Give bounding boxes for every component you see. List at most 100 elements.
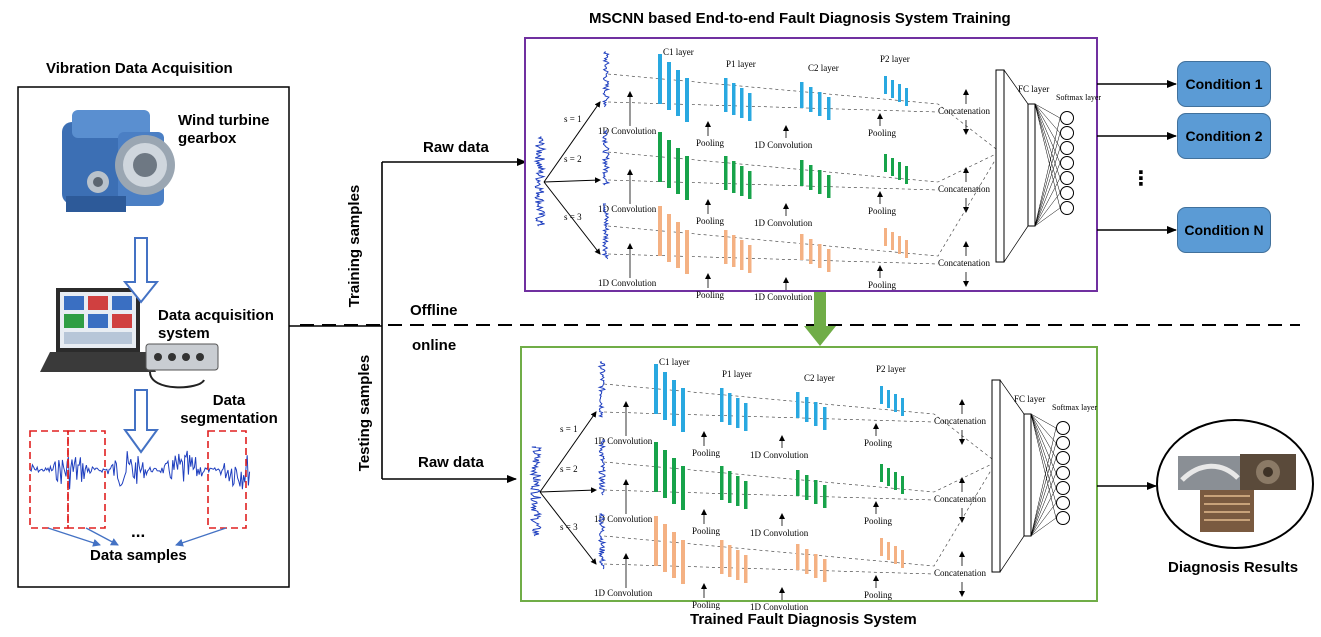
p1-feature-map (736, 476, 740, 506)
p1-feature-map (740, 88, 744, 118)
p2-feature-map (887, 390, 890, 408)
flow-connector (289, 158, 527, 483)
p2-feature-map (880, 386, 883, 404)
p2-feature-map (894, 546, 897, 564)
p1-feature-map (736, 550, 740, 580)
c2-feature-map (827, 97, 831, 120)
hollow-arrow-down-2 (123, 389, 159, 454)
pooling-label: Pooling (692, 526, 721, 536)
softmax-node (1056, 496, 1070, 510)
condition-2-box: Condition 2 (1177, 113, 1271, 159)
p1-feature-map (728, 545, 732, 577)
branch-arrow (543, 177, 601, 184)
c1-feature-map (667, 140, 671, 188)
guide-line (607, 151, 1001, 257)
guide-line (603, 489, 935, 501)
c1-feature-map (667, 62, 671, 110)
softmax-connection (1030, 427, 1057, 537)
c1-feature-map (654, 364, 658, 414)
softmax-connection (1030, 517, 1057, 537)
p2-feature-map (905, 166, 908, 184)
segment-box-3 (207, 430, 247, 529)
p1-feature-map (736, 398, 740, 428)
c2-layer-label: C2 layer (804, 373, 835, 383)
c1-feature-map (663, 450, 667, 498)
p2-feature-map (880, 538, 883, 556)
p2-feature-map (894, 394, 897, 412)
softmax-node (1060, 126, 1074, 140)
softmax-connection (1030, 413, 1057, 444)
c2-feature-map (809, 87, 813, 112)
gearbox-image (62, 110, 175, 212)
samples-ellipsis: ... (131, 522, 146, 541)
pooling-label: Pooling (864, 438, 893, 448)
softmax-connection (1034, 132, 1061, 227)
output-arrows (1097, 80, 1177, 490)
scale-signal (597, 513, 607, 570)
softmax-connection (1030, 413, 1057, 459)
testing-samples-label: Testing samples (356, 354, 373, 472)
conv-label: 1D Convolution (754, 292, 813, 302)
softmax-connection (1034, 103, 1061, 179)
softmax-connection (1034, 103, 1061, 209)
softmax-node (1056, 436, 1070, 450)
sample-arrow-1 (47, 527, 101, 547)
c1-feature-map (672, 380, 676, 426)
p2-feature-map (898, 162, 901, 180)
p2-feature-map (887, 468, 890, 486)
c1-feature-map (654, 516, 658, 566)
conv-label: 1D Convolution (754, 140, 813, 150)
branch-arrow (539, 411, 597, 493)
softmax-connection (1030, 502, 1057, 537)
c2-feature-map (796, 470, 800, 496)
sample-arrow-3 (175, 527, 227, 547)
softmax-connection (1030, 413, 1057, 489)
p2-feature-map (905, 88, 908, 106)
raw-data-label-bottom: Raw data (418, 454, 484, 471)
c2-feature-map (796, 544, 800, 570)
softmax-connection (1034, 162, 1061, 227)
p1-feature-map (724, 156, 728, 190)
p1-feature-map (724, 78, 728, 112)
scale-signal (601, 129, 611, 186)
p1-feature-map (740, 240, 744, 270)
concat-vector (991, 379, 1001, 573)
scale-signal (601, 203, 610, 260)
p2-feature-map (887, 542, 890, 560)
softmax-connection (1030, 457, 1057, 537)
conv-label: 1D Convolution (750, 528, 809, 538)
c1-feature-map (685, 230, 689, 274)
raw-data-label-top: Raw data (423, 139, 489, 156)
pooling-label: Pooling (868, 206, 897, 216)
c2-layer-label: C2 layer (808, 63, 839, 73)
c2-feature-map (814, 402, 818, 426)
scale-label: s = 1 (560, 424, 578, 434)
softmax-node (1056, 481, 1070, 495)
guide-line (603, 563, 935, 575)
segment-box-2 (67, 430, 106, 529)
p1-feature-map (744, 555, 748, 583)
softmax-node (1056, 466, 1070, 480)
guide-line (607, 73, 1001, 153)
diagnosis-results-image (1156, 419, 1314, 549)
training-samples-label: Training samples (346, 184, 363, 308)
daq-system-image (40, 288, 219, 389)
p1-feature-map (732, 235, 736, 267)
conv-label: 1D Convolution (750, 450, 809, 460)
testing-box (520, 346, 1098, 602)
softmax-connection (1034, 192, 1061, 227)
softmax-layer-label: Softmax layer (1056, 93, 1101, 102)
softmax-connection (1030, 413, 1057, 429)
p2-feature-map (894, 472, 897, 490)
condition-2-label: Condition 2 (1185, 128, 1263, 144)
input-signal (529, 446, 543, 537)
c2-feature-map (827, 249, 831, 272)
c1-feature-map (681, 540, 685, 584)
c2-feature-map (805, 549, 809, 574)
fc-connection (999, 379, 1025, 415)
pooling-label: Pooling (696, 290, 725, 300)
c2-feature-map (796, 392, 800, 418)
guide-line (607, 151, 1001, 183)
softmax-connection (1030, 413, 1057, 519)
p2-feature-map (901, 476, 904, 494)
